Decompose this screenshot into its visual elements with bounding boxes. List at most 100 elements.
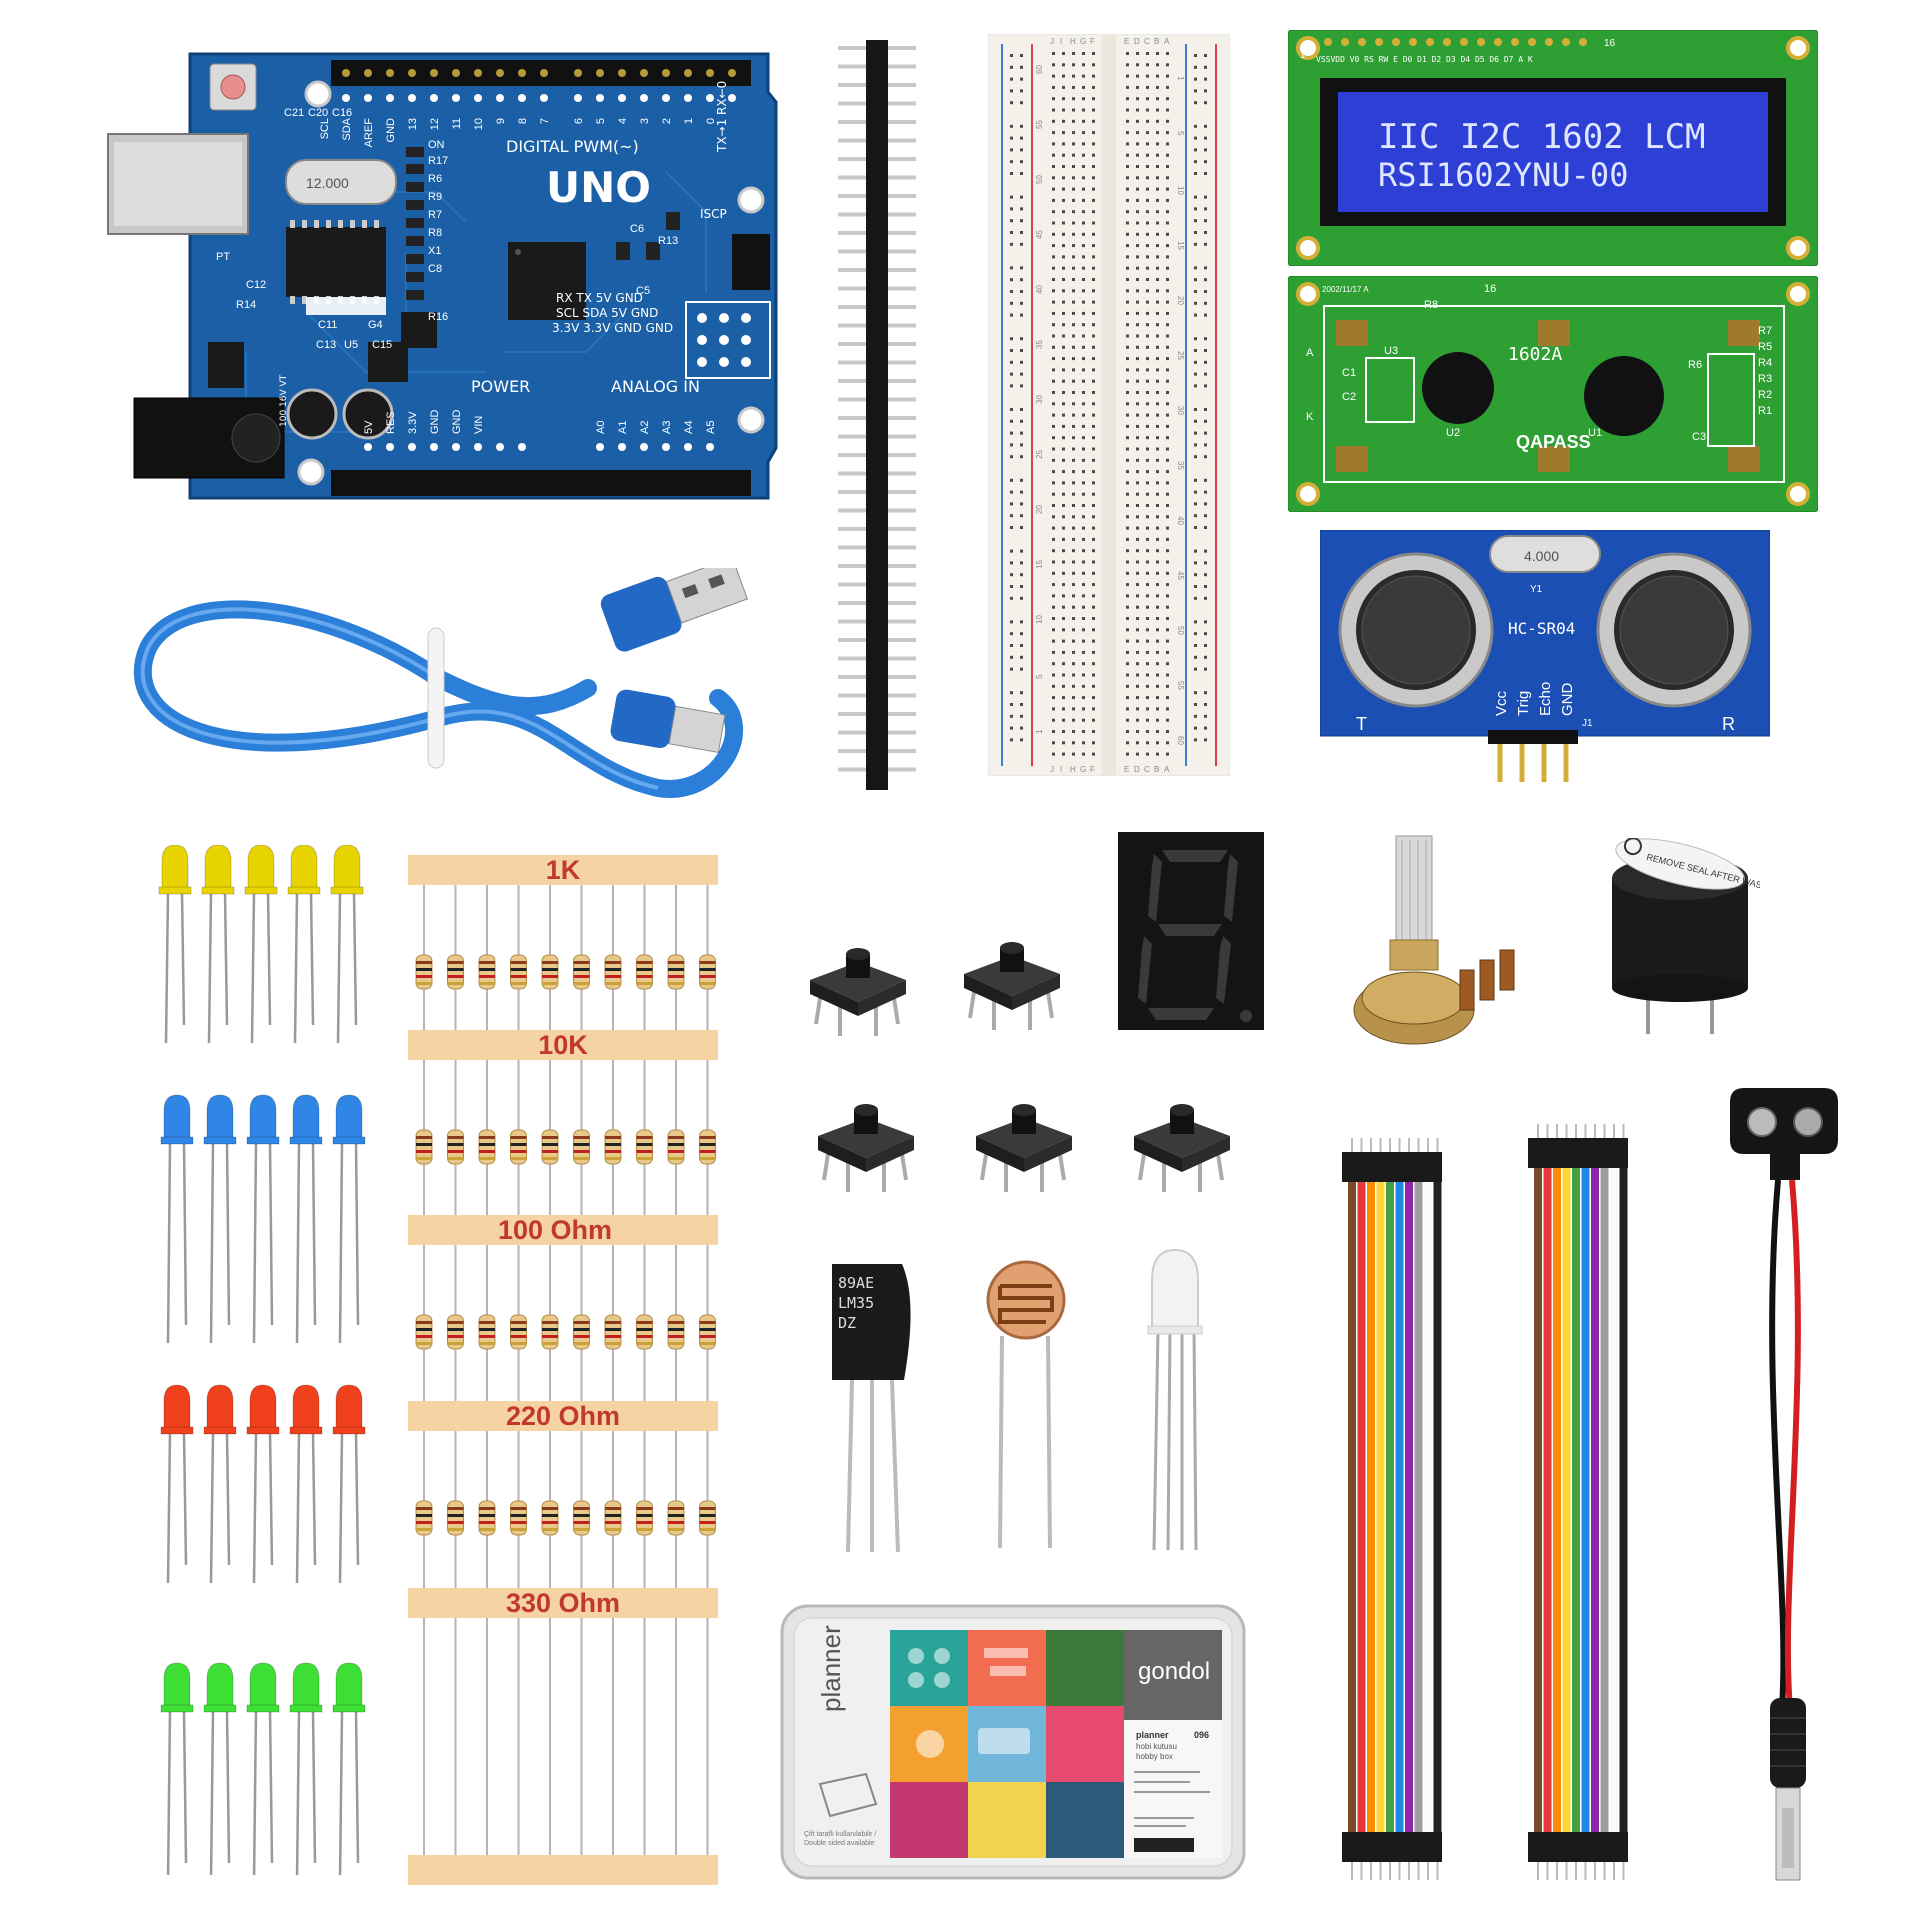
breadboard-hole xyxy=(1126,730,1129,733)
breadboard-hole xyxy=(1052,210,1055,214)
breadboard-rail-hole xyxy=(1194,549,1197,553)
breadboard-rail-hole xyxy=(1204,65,1207,69)
breadboard-hole xyxy=(1052,492,1055,496)
breadboard-rail-hole xyxy=(1020,714,1023,718)
resistor xyxy=(573,1431,590,1588)
breadboard-hole xyxy=(1062,255,1065,259)
breadboard-rail-hole xyxy=(1194,738,1197,742)
breadboard-hole xyxy=(1166,334,1169,338)
jumper-pin xyxy=(1546,1862,1549,1880)
hc-sr04-pin-trig: Trig xyxy=(1515,691,1532,716)
breadboard-number: 25 xyxy=(1176,351,1185,360)
resistor xyxy=(447,1245,464,1401)
breadboard-hole xyxy=(1146,684,1149,688)
breadboard-hole xyxy=(1052,357,1055,361)
breadboard-hole xyxy=(1052,108,1055,112)
lcd-back-label: R8 xyxy=(1424,299,1438,311)
breadboard-hole xyxy=(1082,153,1085,157)
breadboard-hole xyxy=(1072,571,1075,575)
breadboard-hole xyxy=(1062,413,1065,417)
breadboard-hole xyxy=(1136,662,1139,666)
breadboard-hole xyxy=(1092,289,1095,293)
jumper-wire-bundle-right xyxy=(1524,1124,1632,1882)
breadboard-hole xyxy=(1166,481,1169,485)
planner-hobby-box: planner gondol planner 096 hobi kutusu h… xyxy=(780,1604,1246,1880)
breadboard-rail-hole xyxy=(1020,738,1023,742)
breadboard-hole xyxy=(1126,278,1129,281)
analog-pin-label: A4 xyxy=(683,421,695,434)
jumper-pin xyxy=(1537,1862,1539,1880)
breadboard-row-letter: A xyxy=(1164,37,1170,46)
breadboard-hole xyxy=(1062,266,1065,270)
component-label: X1 xyxy=(428,245,441,257)
jumper-pin xyxy=(1556,1124,1558,1138)
breadboard-rail-hole xyxy=(1020,632,1023,636)
breadboard-hole xyxy=(1092,492,1095,496)
jumper-pin xyxy=(1565,1124,1568,1138)
usb-cable xyxy=(118,556,768,808)
breadboard-hole xyxy=(1062,379,1065,383)
breadboard-hole xyxy=(1166,153,1169,157)
breadboard-number: 5 xyxy=(1176,131,1185,136)
digital-pin-label: 1 xyxy=(683,118,695,124)
breadboard-hole xyxy=(1052,221,1055,225)
breadboard-hole xyxy=(1062,707,1065,711)
jumper-connector-top xyxy=(1342,1152,1442,1182)
breadboard-rail-hole xyxy=(1204,526,1207,529)
breadboard-hole xyxy=(1136,560,1139,564)
breadboard-rail-hole xyxy=(1204,573,1207,577)
breadboard-hole xyxy=(1166,368,1169,372)
breadboard-hole xyxy=(1126,300,1129,304)
breadboard-hole xyxy=(1062,583,1065,587)
breadboard-hole xyxy=(1146,244,1149,248)
breadboard-hole xyxy=(1082,605,1085,609)
breadboard-hole xyxy=(1126,74,1129,78)
breadboard-number: 35 xyxy=(1035,340,1044,349)
component-label: C6 xyxy=(630,223,644,235)
component-label: R13 xyxy=(658,235,678,247)
breadboard-hole xyxy=(1082,492,1085,496)
breadboard-hole xyxy=(1146,537,1149,541)
breadboard-hole xyxy=(1156,741,1159,745)
breadboard-hole xyxy=(1146,504,1149,507)
breadboard-hole xyxy=(1082,255,1085,259)
power-pin-label: RES xyxy=(385,411,397,434)
breadboard-hole xyxy=(1092,97,1095,101)
breadboard-rail-hole xyxy=(1194,655,1197,659)
breadboard-hole xyxy=(1082,752,1085,756)
breadboard-hole xyxy=(1156,684,1159,688)
resistor xyxy=(510,1060,527,1215)
lm35-line2: LM35 xyxy=(838,1294,874,1312)
jumper-pin xyxy=(1565,1862,1568,1880)
breadboard-hole xyxy=(1052,266,1055,270)
resistor xyxy=(447,1060,464,1215)
resistor-label-100-ohm: 100 Ohm xyxy=(498,1215,613,1245)
breadboard-hole xyxy=(1146,119,1149,123)
resistor-tape xyxy=(408,1215,718,1245)
breadboard-number: 1 xyxy=(1035,729,1044,734)
digital-pin-label: AREF xyxy=(363,118,375,148)
digital-pin-label: 8 xyxy=(517,118,529,124)
green-led xyxy=(160,1662,194,1882)
lcd-back-label: U1 xyxy=(1588,427,1602,439)
hc-sr04-pin-gnd: GND xyxy=(1559,683,1576,717)
breadboard-rail-hole xyxy=(1020,219,1023,223)
component-label: C21 xyxy=(284,107,304,119)
breadboard-number: 45 xyxy=(1035,230,1044,239)
hc-sr04-t: T xyxy=(1356,714,1367,734)
jumper-wire xyxy=(1591,1154,1599,1852)
breadboard-hole xyxy=(1126,52,1129,55)
breadboard-hole xyxy=(1062,673,1065,677)
breadboard-hole xyxy=(1166,730,1169,733)
breadboard-number: 10 xyxy=(1176,186,1185,195)
breadboard-rail-hole xyxy=(1204,585,1207,588)
breadboard-hole xyxy=(1166,718,1169,722)
breadboard-hole xyxy=(1156,176,1159,180)
resistor xyxy=(604,1245,622,1401)
breadboard-rail-hole xyxy=(1194,620,1197,624)
breadboard-hole xyxy=(1126,345,1129,349)
breadboard-hole xyxy=(1126,718,1129,722)
breadboard-hole xyxy=(1136,639,1139,643)
breadboard-rail-hole xyxy=(1010,172,1013,175)
breadboard-hole xyxy=(1166,526,1169,530)
